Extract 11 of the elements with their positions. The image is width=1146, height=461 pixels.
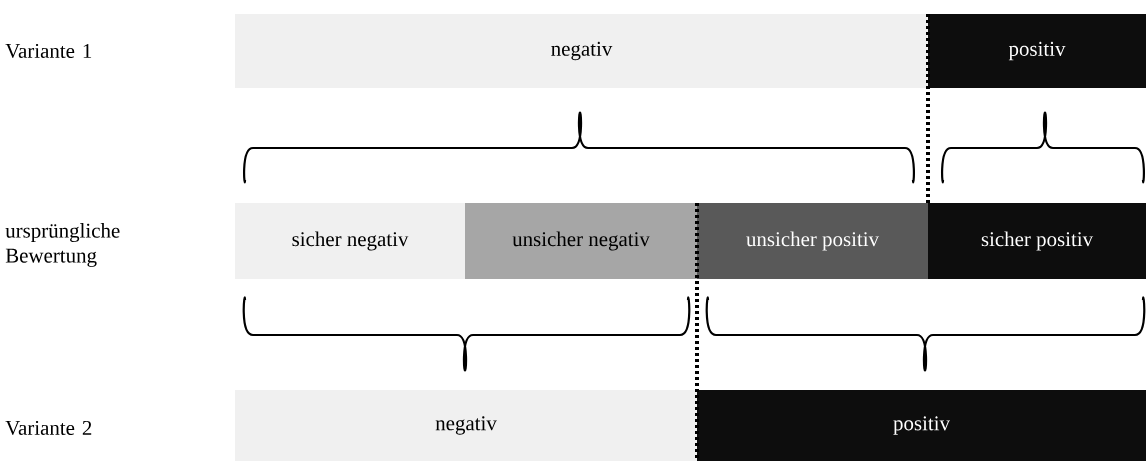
category-bar: unsicher positiv: [697, 203, 928, 279]
row-label: ursprüngliche Bewertung: [5, 223, 120, 267]
category-bar: negativ: [235, 390, 697, 461]
category-bar: positiv: [697, 390, 1146, 461]
category-bar: sicher negativ: [235, 203, 465, 279]
row-label: Variante 1: [5, 43, 92, 59]
category-bar: positiv: [928, 14, 1146, 88]
category-bar: sicher positiv: [928, 203, 1146, 279]
category-bar: unsicher negativ: [465, 203, 697, 279]
row-label: Variante 2: [5, 420, 92, 436]
category-bar: negativ: [235, 14, 928, 88]
